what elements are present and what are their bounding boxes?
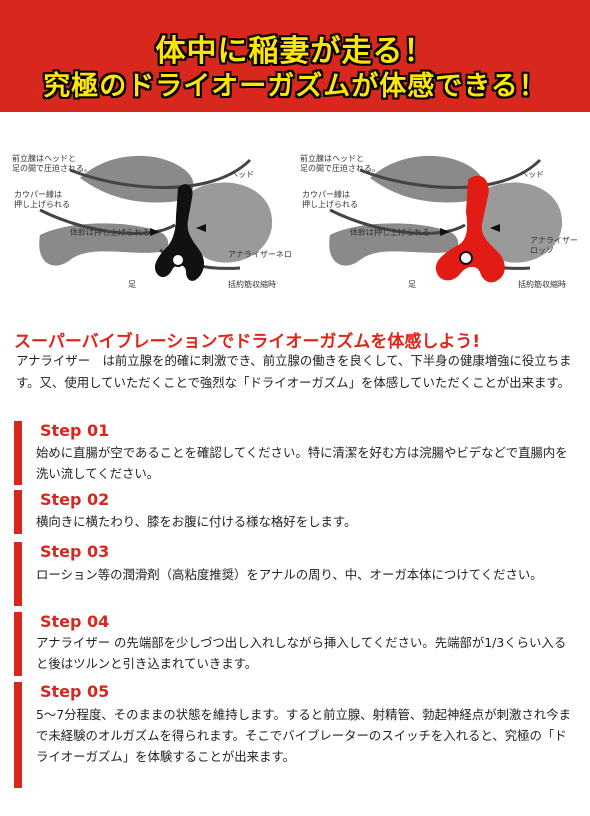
step-title: Step 03 — [40, 542, 110, 561]
label-head: ヘッド — [520, 170, 544, 179]
step-04: Step 04 アナライザー の先端部を少しづつ出し入れしながら挿入してください… — [14, 612, 576, 676]
label-prostate: 前立腺はヘッドと 足の間で圧迫される。 — [12, 154, 92, 173]
section-headline: スーパーバイブレーションでドライオーガズムを体感しよう! — [14, 332, 481, 352]
label-muscle: 括約筋収縮時 — [228, 280, 276, 289]
step-05: Step 05 5～7分程度、そのままの状態を維持します。すると前立腺、射精管、… — [14, 682, 576, 788]
step-text: アナライザー の先端部を少しづつ出し入れしながら挿入してください。先端部が1/3… — [36, 635, 567, 671]
step-marker — [14, 612, 22, 676]
label-body: 体幹は押し上げられる — [350, 228, 430, 237]
step-text: ローション等の潤滑剤（高粘度推奨）をアナルの周り、中、オーガ本体につけてください… — [36, 567, 543, 582]
step-03: Step 03 ローション等の潤滑剤（高粘度推奨）をアナルの周り、中、オーガ本体… — [14, 542, 576, 606]
step-title: Step 05 — [40, 682, 110, 701]
label-device: アナライザー ロッソ — [530, 236, 578, 255]
step-marker — [14, 490, 22, 534]
step-text: 横向きに横たわり、膝をお腹に付ける様な格好をします。 — [36, 514, 357, 529]
label-foot: 足 — [408, 280, 416, 289]
step-marker — [14, 682, 22, 788]
anatomy-illustration — [39, 155, 273, 281]
step-marker — [14, 421, 22, 485]
device-black-icon — [154, 184, 204, 281]
step-text: 始めに直腸が空であることを確認してください。特に清潔を好む方は浣腸やビデなどで直… — [36, 445, 568, 481]
step-title: Step 04 — [40, 612, 110, 631]
anatomy-diagram-nero: 前立腺はヘッドと 足の間で圧迫される。 カウパー線は 押し上げられる 体幹は押し… — [10, 140, 292, 300]
anatomy-diagram-rosso: 前立腺はヘッドと 足の間で圧迫される。 カウパー線は 押し上げられる 体幹は押し… — [300, 140, 580, 300]
banner-title-line-2: 究極のドライオーガズムが体感できる！ — [43, 71, 547, 102]
header-banner: 体中に稲妻が走る！ 究極のドライオーガズムが体感できる！ — [0, 0, 590, 112]
label-body: 体幹は押し上げられる — [70, 228, 150, 237]
step-title: Step 01 — [40, 421, 110, 440]
banner-title-line-1: 体中に稲妻が走る！ — [155, 34, 435, 69]
label-cowper: カウパー線は 押し上げられる — [302, 190, 358, 209]
step-title: Step 02 — [40, 490, 110, 509]
label-cowper: カウパー線は 押し上げられる — [14, 190, 70, 209]
step-marker — [14, 542, 22, 606]
step-01: Step 01 始めに直腸が空であることを確認してください。特に清潔を好む方は浣… — [14, 421, 576, 485]
label-muscle: 括約筋収縮時 — [518, 280, 566, 289]
anatomy-illustration — [329, 155, 563, 283]
step-text: 5～7分程度、そのままの状態を維持します。すると前立腺、射精管、勃起神経点が刺激… — [36, 707, 571, 764]
label-head: ヘッド — [230, 170, 254, 179]
intro-paragraph: アナライザー は前立腺を的確に刺激でき、前立腺の働きを良くして、下半身の健康増強… — [16, 353, 572, 390]
device-red-icon — [435, 175, 505, 283]
label-prostate: 前立腺はヘッドと 足の間で圧迫される。 — [300, 154, 380, 173]
step-02: Step 02 横向きに横たわり、膝をお腹に付ける様な格好をします。 — [14, 490, 576, 534]
label-device: アナライザーネロ — [228, 250, 292, 259]
label-foot: 足 — [128, 280, 136, 289]
